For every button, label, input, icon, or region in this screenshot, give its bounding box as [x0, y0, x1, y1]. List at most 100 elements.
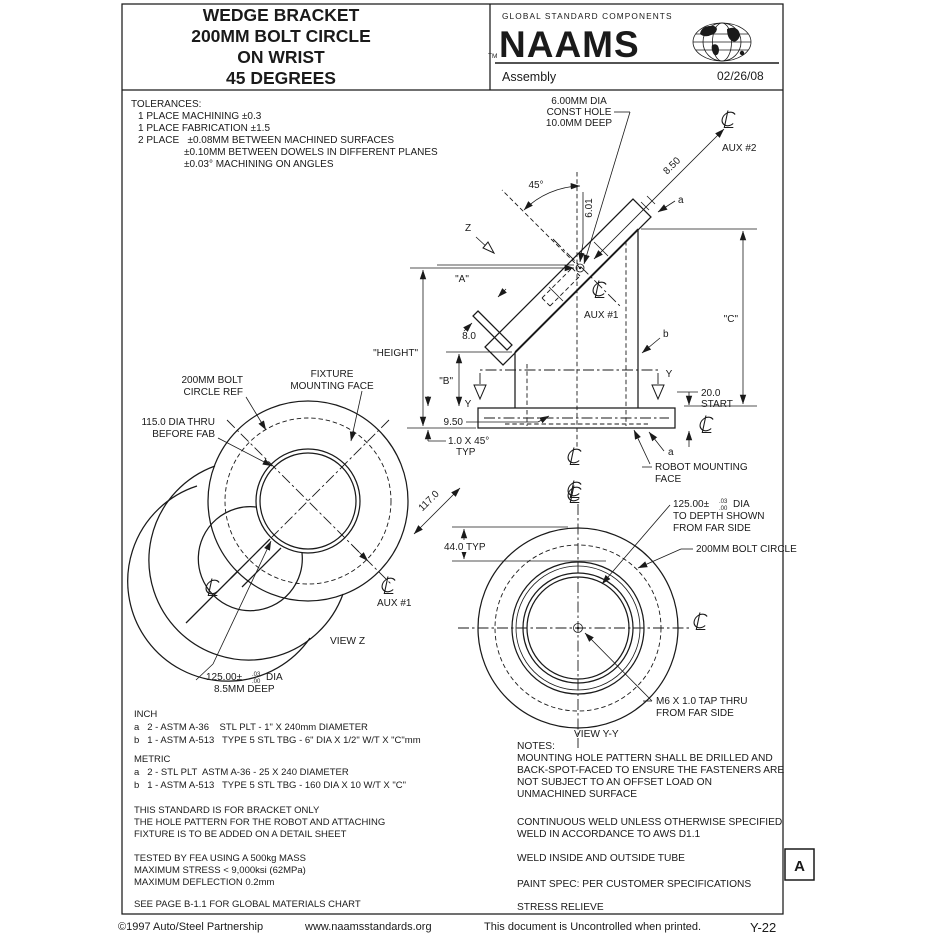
centerline-icon	[565, 446, 584, 466]
sheet-frame	[121, 3, 784, 915]
notes-weld-line2: WELD IN ACCORDANCE TO AWS D1.1	[517, 829, 701, 840]
notes-mounting-line1: MOUNTING HOLE PATTERN SHALL BE DRILLED A…	[517, 753, 773, 764]
metric-item-a: a 2 - STL PLT ASTM A-36 - 25 X 240 DIAME…	[134, 767, 349, 778]
dim-a-label: "A"	[455, 274, 469, 285]
standard-note-line2: THE HOLE PATTERN FOR THE ROBOT AND ATTAC…	[134, 817, 385, 828]
sheet-title-line1: WEDGE BRACKET	[203, 5, 360, 25]
view-z: AUX #1 VIEW Z 200MM BOLT CIRCLE REF FIXT…	[127, 369, 461, 695]
tap-note-line2: FROM FAR SIDE	[656, 708, 734, 719]
brand-logo-text: NAAMS	[499, 24, 640, 65]
fea-note-line2: MAXIMUM STRESS < 9,000ksi (62MPa)	[134, 865, 306, 876]
main-elevation-view: 45° 6.01 6.00MM DIA CONST HOLE 10.0MM DE…	[373, 96, 757, 504]
bore-tol-top: .03	[252, 672, 261, 678]
tolerance-line: 2 PLACE ±0.08MM BETWEEN MACHINED SURFACE…	[138, 135, 394, 146]
dim-height-label: "HEIGHT"	[373, 348, 418, 359]
notes-paint: PAINT SPEC: PER CUSTOMER SPECIFICATIONS	[517, 879, 751, 890]
bolt-ref-note-line1: 200MM BOLT	[182, 375, 244, 386]
brand-tagline: GLOBAL STANDARD COMPONENTS	[502, 11, 673, 21]
tap-note-line1: M6 X 1.0 TAP THRU	[656, 696, 748, 707]
sheet-title-line4: 45 DEGREES	[226, 68, 336, 88]
title-block: WEDGE BRACKET 200MM BOLT CIRCLE ON WRIST…	[191, 5, 371, 88]
dim-c-label: "C"	[724, 314, 739, 325]
tolerance-line: 1 PLACE FABRICATION ±1.5	[138, 123, 270, 134]
sheet-title-line3: ON WRIST	[237, 47, 325, 67]
trademark-label: TM	[488, 53, 497, 60]
view-yy-title: VIEW Y-Y	[574, 729, 619, 740]
tolerance-line: ±0.03° MACHINING ON ANGLES	[184, 159, 334, 170]
see-page-note: SEE PAGE B-1.1 FOR GLOBAL MATERIALS CHAR…	[134, 899, 361, 910]
item-a-label-top: a	[678, 195, 684, 206]
start-label: START	[701, 399, 733, 410]
view-z-aux1-label: AUX #1	[377, 598, 412, 609]
section-y-left-label: Y	[465, 399, 472, 410]
bolt-circle-dashed	[224, 417, 392, 585]
bore-note-line3: FROM FAR SIDE	[673, 523, 751, 534]
dia-115-note-line2: BEFORE FAB	[152, 429, 215, 440]
footer-uncontrolled-note: This document is Uncontrolled when print…	[484, 921, 701, 933]
standard-note-line1: THIS STANDARD IS FOR BRACKET ONLY	[134, 805, 320, 816]
tolerance-line: ±0.10MM BETWEEN DOWELS IN DIFFERENT PLAN…	[184, 147, 438, 158]
notes-block: NOTES: MOUNTING HOLE PATTERN SHALL BE DR…	[517, 741, 784, 913]
view-z-title: VIEW Z	[330, 636, 365, 647]
inch-header: INCH	[134, 709, 157, 720]
revision-letter: A	[794, 858, 805, 875]
notes-header: NOTES:	[517, 741, 555, 752]
metric-header: METRIC	[134, 754, 171, 765]
dim-20: 20.0	[701, 388, 721, 399]
bore-note-line2: TO DEPTH SHOWN	[673, 511, 764, 522]
plate-outline	[207, 400, 409, 602]
dim-angle-45: 45°	[528, 180, 543, 191]
fixture-face-note-line2: MOUNTING FACE	[290, 381, 374, 392]
dim-b-label: "B"	[439, 376, 453, 387]
end-cap-plate	[472, 310, 513, 351]
dim-8-50: 8.50	[661, 155, 683, 177]
standard-note-line3: FIXTURE IS TO BE ADDED ON A DETAIL SHEET	[134, 829, 347, 840]
notes-weld-tube: WELD INSIDE AND OUTSIDE TUBE	[517, 853, 685, 864]
notes-mounting-line4: UNMACHINED SURFACE	[517, 789, 637, 800]
const-hole	[575, 263, 585, 273]
metric-item-b: b 1 - ASTM A-513 TYPE 5 STL TBG - 160 DI…	[134, 780, 406, 791]
const-hole-note-line1: 6.00MM DIA	[551, 96, 607, 107]
tolerance-block: TOLERANCES: 1 PLACE MACHINING ±0.3 1 PLA…	[131, 99, 438, 170]
section-arrow-left	[473, 384, 487, 401]
revision-box: A	[784, 848, 815, 881]
robot-face-note-line1: ROBOT MOUNTING	[655, 462, 748, 473]
globe-icon	[692, 22, 752, 62]
section-y-right-label: Y	[666, 369, 673, 380]
logo-block: GLOBAL STANDARD COMPONENTS TM NAAMS Asse…	[488, 11, 779, 84]
centerline-icon	[379, 575, 398, 595]
view-z-arrow-label: Z	[465, 223, 471, 234]
bore-depth: 8.5MM DEEP	[214, 684, 275, 695]
chamfer-note-line2: TYP	[456, 447, 476, 458]
bore-dia-word: DIA	[266, 672, 283, 683]
view-yy: 44.0 TYP 125.00± .03 .00 DIA TO DEPTH SH…	[442, 479, 797, 748]
centerline-icon	[691, 611, 710, 631]
inch-item-a: a 2 - ASTM A-36 STL PLT - 1" X 240mm DIA…	[134, 722, 368, 733]
robot-face-note-line2: FACE	[655, 474, 681, 485]
item-b-label: b	[663, 329, 669, 340]
const-hole-note-line2: CONST HOLE	[547, 107, 612, 118]
bore-dim: 125.00±	[673, 499, 710, 510]
centerline-icon	[590, 279, 609, 299]
footer-copyright: ©1997 Auto/Steel Partnership	[118, 921, 263, 933]
robot-base-plate	[477, 407, 676, 429]
bolt-circle-note: 200MM BOLT CIRCLE	[696, 544, 797, 555]
dim-8-0: 8.0	[462, 331, 476, 342]
bore-tol-bot: .00	[719, 506, 728, 512]
chamfer-note-line1: 1.0 X 45°	[448, 436, 489, 447]
bolt-ref-note-line2: CIRCLE REF	[184, 387, 243, 398]
footer-block: ©1997 Auto/Steel Partnership www.naamsst…	[118, 920, 776, 935]
aux2-label: AUX #2	[722, 143, 757, 154]
fea-note-line3: MAXIMUM DEFLECTION 0.2mm	[134, 877, 274, 888]
notes-mounting-line2: BACK-SPOT-FACED TO ENSURE THE FASTENERS …	[517, 765, 784, 776]
aux1-label: AUX #1	[584, 310, 619, 321]
tolerance-line: 1 PLACE MACHINING ±0.3	[138, 111, 262, 122]
dim-44-typ: 44.0 TYP	[444, 542, 486, 553]
section-arrow-right	[651, 384, 665, 401]
notes-weld-line1: CONTINUOUS WELD UNLESS OTHERWISE SPECIFI…	[517, 817, 782, 828]
fea-note-line1: TESTED BY FEA USING A 500kg MASS	[134, 853, 306, 864]
dia-115-note-line1: 115.0 DIA THRU	[141, 417, 215, 428]
doc-type-label: Assembly	[502, 70, 557, 84]
